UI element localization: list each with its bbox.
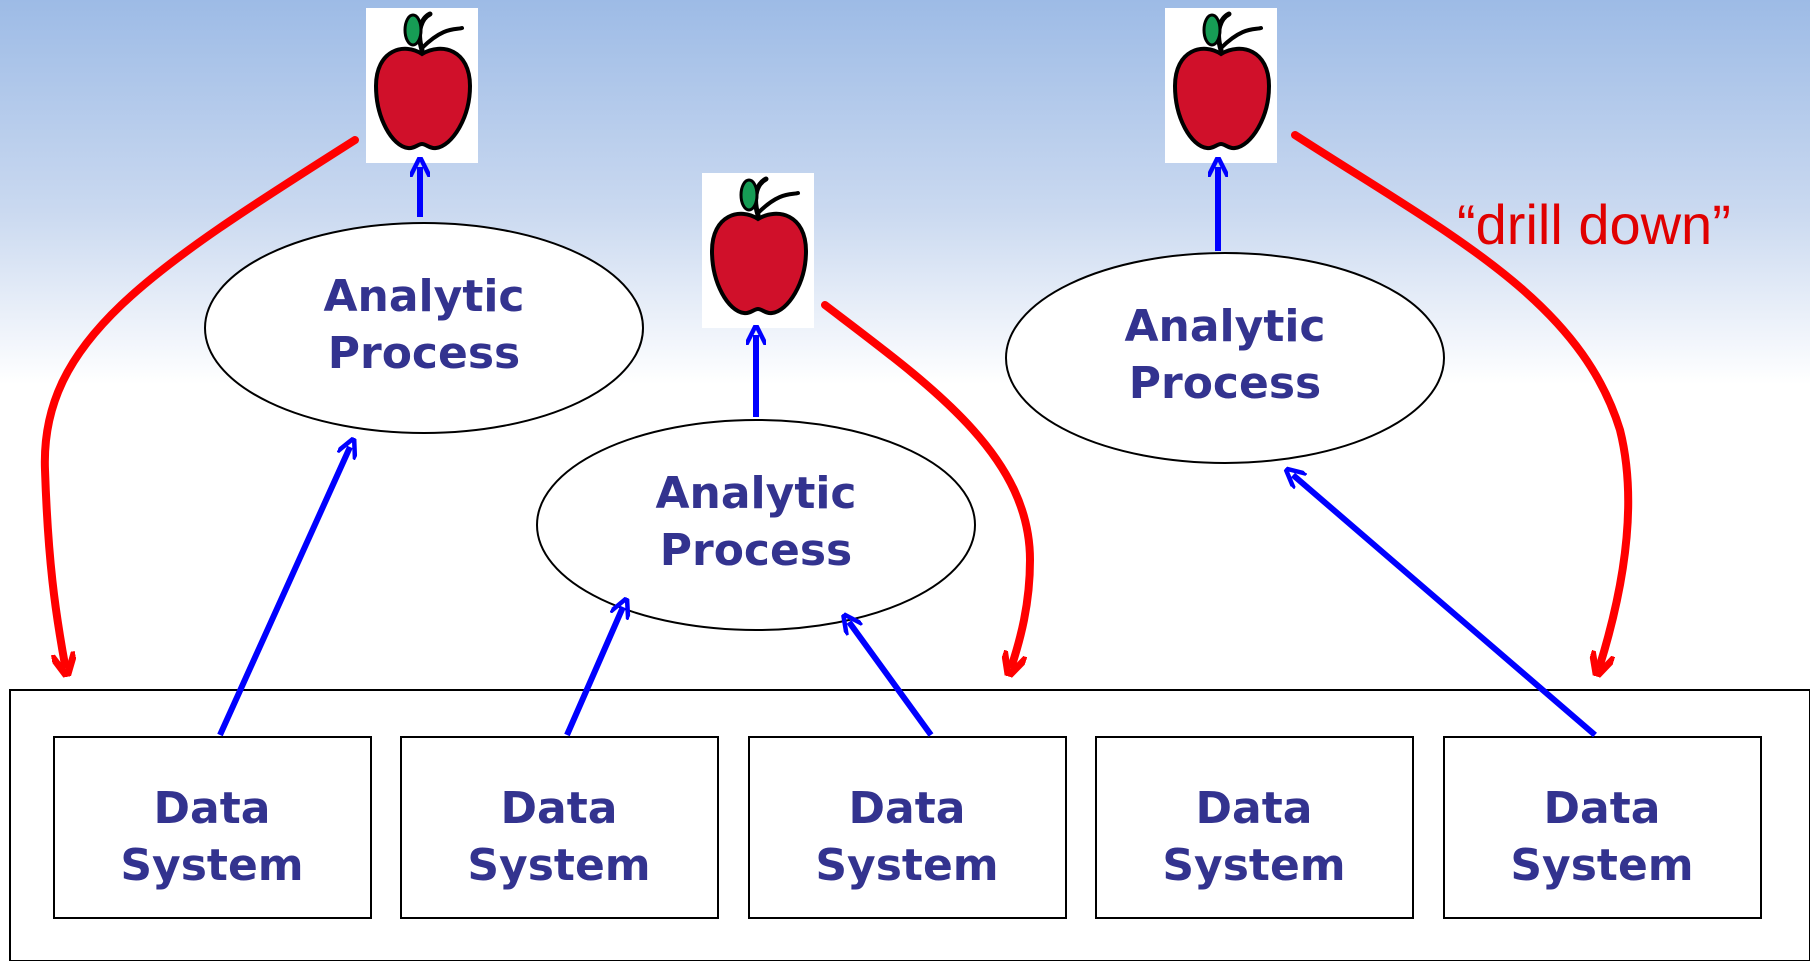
drill-down-arrow	[821, 301, 1035, 665]
data-system-label-line2: System	[1162, 840, 1345, 891]
data-system-label-line1: Data	[1196, 783, 1313, 834]
data-system-box: Data System	[1095, 736, 1414, 919]
data-system-label-line1: Data	[501, 783, 618, 834]
data-feed-arrow	[217, 447, 350, 737]
data-system-label-line2: System	[1510, 840, 1693, 891]
data-system-label-line2: System	[120, 840, 303, 891]
analytic-process-node: Analytic Process	[204, 222, 644, 434]
data-system-label-line1: Data	[1544, 783, 1661, 834]
data-system-box: Data System	[53, 736, 372, 919]
data-feed-arrow	[1293, 475, 1597, 738]
data-system-label-line2: System	[815, 840, 998, 891]
data-feed-arrow	[849, 622, 934, 737]
drill-down-arrow	[40, 136, 359, 665]
drill-down-arrow	[1291, 131, 1633, 665]
analytic-process-label-line2: Process	[1129, 358, 1321, 409]
data-system-box: Data System	[748, 736, 1067, 919]
apple-icon	[1165, 8, 1277, 163]
data-feed-arrow	[564, 607, 623, 737]
analytic-process-node: Analytic Process	[1005, 252, 1445, 464]
analytic-process-label-line2: Process	[660, 525, 852, 576]
analytic-process-label-line2: Process	[328, 328, 520, 379]
apple-icon	[366, 8, 478, 163]
data-system-label-line2: System	[467, 840, 650, 891]
drill-down-annotation: “drill down”	[1457, 193, 1731, 256]
data-systems-container	[9, 689, 1810, 961]
data-system-label-line1: Data	[154, 783, 271, 834]
analytic-process-label-line1: Analytic	[1124, 301, 1325, 352]
apple-icon	[702, 173, 814, 328]
analytic-process-label-line1: Analytic	[323, 271, 524, 322]
data-system-box: Data System	[1443, 736, 1762, 919]
analytic-process-node: Analytic Process	[536, 419, 976, 631]
data-system-box: Data System	[400, 736, 719, 919]
analytic-process-label-line1: Analytic	[655, 468, 856, 519]
data-system-label-line1: Data	[849, 783, 966, 834]
